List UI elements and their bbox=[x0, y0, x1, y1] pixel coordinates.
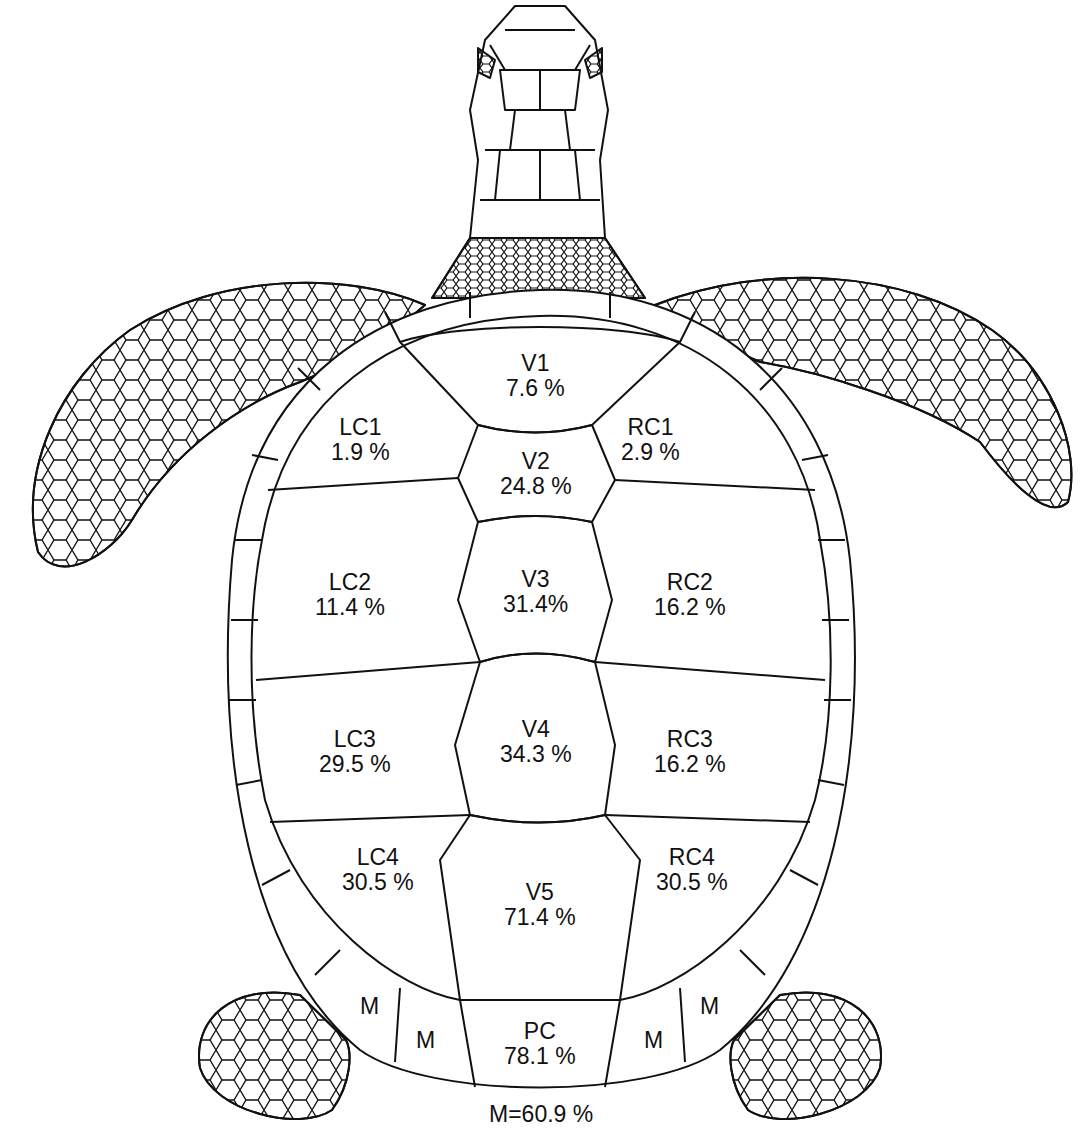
marginal-mean-label: M=60.9 % bbox=[489, 1102, 593, 1127]
scute-name: M bbox=[644, 1028, 663, 1053]
scute-name: M bbox=[416, 1028, 435, 1053]
costal-scute: LC211.4 % bbox=[315, 570, 385, 620]
scute-name: RC4 bbox=[656, 845, 728, 870]
scute-percentage: 11.4 % bbox=[315, 595, 385, 620]
vertebral-scute: V434.3 % bbox=[500, 717, 572, 767]
scute-name: RC2 bbox=[654, 570, 726, 595]
costal-scute: LC11.9 % bbox=[331, 415, 390, 465]
scute-name: M bbox=[700, 994, 719, 1019]
vertebral-scute: V224.8 % bbox=[500, 449, 572, 499]
scute-percentage: 71.4 % bbox=[504, 905, 576, 930]
scute-percentage: 78.1 % bbox=[504, 1044, 576, 1069]
scute-name: LC3 bbox=[319, 727, 391, 752]
scute-percentage: 7.6 % bbox=[506, 376, 565, 401]
scute-name: LC4 bbox=[342, 845, 414, 870]
scute-name: V1 bbox=[506, 351, 565, 376]
costal-scute: RC12.9 % bbox=[621, 415, 680, 465]
costal-scute: RC316.2 % bbox=[654, 727, 726, 777]
scute-percentage: 30.5 % bbox=[656, 870, 728, 895]
scute-name: RC1 bbox=[621, 415, 680, 440]
costal-scute: LC329.5 % bbox=[319, 727, 391, 777]
vertebral-scute: V571.4 % bbox=[504, 880, 576, 930]
marginal-scute: M bbox=[360, 994, 379, 1019]
scute-name: V4 bbox=[500, 717, 572, 742]
marginal-scute: M bbox=[416, 1028, 435, 1053]
scute-percentage: 16.2 % bbox=[654, 595, 726, 620]
costal-scute: LC430.5 % bbox=[342, 845, 414, 895]
scute-name: PC bbox=[504, 1019, 576, 1044]
scute-percentage: 34.3 % bbox=[500, 742, 572, 767]
scute-percentage: 30.5 % bbox=[342, 870, 414, 895]
scute-percentage: 31.4% bbox=[503, 592, 568, 617]
costal-scute: RC216.2 % bbox=[654, 570, 726, 620]
scute-name: RC3 bbox=[654, 727, 726, 752]
postcentral-scute: PC78.1 % bbox=[504, 1019, 576, 1069]
scute-percentage: 16.2 % bbox=[654, 752, 726, 777]
scute-percentage: 1.9 % bbox=[331, 440, 390, 465]
scute-name: V2 bbox=[500, 449, 572, 474]
scute-name: V3 bbox=[503, 567, 568, 592]
scute-name: LC2 bbox=[315, 570, 385, 595]
scute-name: V5 bbox=[504, 880, 576, 905]
marginal-scute: M bbox=[700, 994, 719, 1019]
vertebral-scute: V17.6 % bbox=[506, 351, 565, 401]
marginal-scute: M bbox=[644, 1028, 663, 1053]
scute-percentage: 29.5 % bbox=[319, 752, 391, 777]
scute-percentage: 2.9 % bbox=[621, 440, 680, 465]
scute-name: LC1 bbox=[331, 415, 390, 440]
scute-name: M bbox=[360, 994, 379, 1019]
vertebral-scute: V331.4% bbox=[503, 567, 568, 617]
scute-percentage: 24.8 % bbox=[500, 474, 572, 499]
costal-scute: RC430.5 % bbox=[656, 845, 728, 895]
